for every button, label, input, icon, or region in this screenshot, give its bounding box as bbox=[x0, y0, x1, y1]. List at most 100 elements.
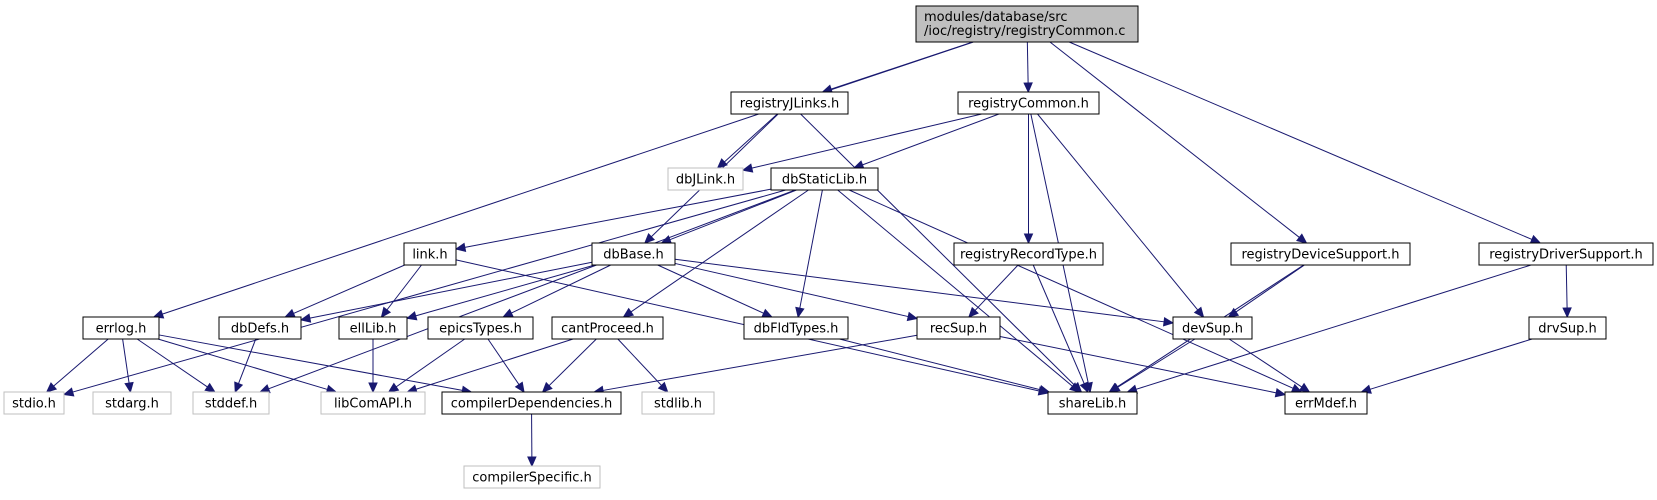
edge-registryJLinks-to-dbJLink bbox=[723, 113, 778, 163]
node-shareLib[interactable]: shareLib.h bbox=[1047, 391, 1138, 415]
edge-root-to-registryCommon bbox=[1026, 41, 1029, 84]
edge-dbBase-to-ellLib bbox=[415, 264, 595, 317]
node-label: registryJLinks.h bbox=[740, 97, 839, 112]
arrowhead-errlog-to-stdio bbox=[45, 382, 58, 393]
edge-drvSup-to-errMdef bbox=[1369, 338, 1533, 390]
node-label: epicsTypes.h bbox=[439, 322, 522, 337]
edge-registryCommon-to-dbJLink bbox=[751, 113, 982, 169]
edge-root-to-registryDeviceSupport bbox=[1049, 41, 1300, 238]
node-label: dbDefs.h bbox=[231, 322, 289, 337]
node-box bbox=[667, 167, 744, 191]
edge-registryRecordType-to-shareLib bbox=[1032, 264, 1085, 384]
node-box bbox=[591, 242, 676, 266]
node-label: dbBase.h bbox=[603, 248, 664, 263]
node-box bbox=[1172, 316, 1253, 340]
node-errlog[interactable]: errlog.h bbox=[82, 316, 160, 340]
arrowhead-registryRecordType-to-recSup bbox=[968, 306, 979, 318]
node-epicsTypes[interactable]: epicsTypes.h bbox=[427, 316, 534, 340]
node-devSup[interactable]: devSup.h bbox=[1172, 316, 1253, 340]
node-compilerSpecific: compilerSpecific.h bbox=[463, 465, 601, 489]
arrowhead-dbStaticLib-to-cantProceed bbox=[622, 307, 635, 318]
node-registryDeviceSupport[interactable]: registryDeviceSupport.h bbox=[1230, 242, 1411, 266]
edge-dbBase-to-dbFldTypes bbox=[657, 264, 764, 314]
node-label: compilerDependencies.h bbox=[451, 397, 612, 412]
arrowhead-root-to-registryDriverSupport bbox=[1529, 234, 1542, 244]
node-dbDefs[interactable]: dbDefs.h bbox=[218, 316, 302, 340]
arrowhead-devSup-to-shareLib bbox=[1109, 382, 1121, 393]
node-errMdef[interactable]: errMdef.h bbox=[1284, 391, 1368, 415]
node-label: recSup.h bbox=[930, 322, 987, 337]
node-label: registryDeviceSupport.h bbox=[1241, 248, 1399, 263]
arrowhead-dbBase-to-epicsTypes bbox=[502, 308, 514, 318]
edges-layer bbox=[45, 41, 1572, 468]
arrowhead-dbBase-to-recSup bbox=[906, 311, 919, 322]
edge-registryCommon-to-devSup bbox=[1037, 113, 1199, 311]
node-box bbox=[82, 316, 160, 340]
node-compilerDependencies[interactable]: compilerDependencies.h bbox=[441, 391, 622, 415]
node-dbBase[interactable]: dbBase.h bbox=[591, 242, 676, 266]
node-registryCommon[interactable]: registryCommon.h bbox=[957, 91, 1100, 115]
node-box bbox=[463, 465, 601, 489]
node-box bbox=[1047, 391, 1138, 415]
node-label: errMdef.h bbox=[1295, 397, 1357, 412]
node-box bbox=[915, 5, 1139, 43]
node-registryRecordType[interactable]: registryRecordType.h bbox=[953, 242, 1104, 266]
node-box bbox=[192, 391, 270, 415]
node-label: registryRecordType.h bbox=[960, 248, 1097, 263]
node-dbStaticLib[interactable]: dbStaticLib.h bbox=[770, 167, 879, 191]
arrowhead-registryDriverSupport-to-drvSup bbox=[1562, 307, 1572, 319]
edge-registryDeviceSupport-to-devSup bbox=[1235, 264, 1305, 313]
edge-dbStaticLib-to-stddef bbox=[268, 189, 796, 390]
edge-root-to-registryJLinks bbox=[830, 41, 974, 90]
node-box bbox=[743, 316, 849, 340]
node-box bbox=[957, 91, 1100, 115]
node-box bbox=[953, 242, 1104, 266]
node-box bbox=[427, 316, 534, 340]
node-box bbox=[916, 316, 1001, 340]
arrowhead-compilerDependencies-to-compilerSpecific bbox=[527, 456, 537, 468]
node-stddef: stddef.h bbox=[192, 391, 270, 415]
node-drvSup[interactable]: drvSup.h bbox=[1528, 316, 1607, 340]
edge-registryJLinks-to-shareLib bbox=[800, 113, 1076, 387]
node-label: stdio.h bbox=[12, 397, 56, 412]
edge-devSup-to-errMdef bbox=[1228, 338, 1303, 388]
node-dbFldTypes[interactable]: dbFldTypes.h bbox=[743, 316, 849, 340]
node-link[interactable]: link.h bbox=[403, 242, 457, 266]
edge-epicsTypes-to-libComAPI bbox=[395, 338, 466, 388]
arrowhead-dbBase-to-dbFldTypes bbox=[761, 308, 773, 318]
node-cantProceed[interactable]: cantProceed.h bbox=[551, 316, 664, 340]
node-recSup[interactable]: recSup.h bbox=[916, 316, 1001, 340]
arrowhead-registryJLinks-to-dbJLink bbox=[716, 158, 728, 169]
arrowhead-root-to-registryDeviceSupport bbox=[1296, 233, 1308, 244]
node-registryDriverSupport[interactable]: registryDriverSupport.h bbox=[1478, 242, 1654, 266]
node-ellLib[interactable]: ellLib.h bbox=[338, 316, 408, 340]
arrowhead-ellLib-to-libComAPI bbox=[368, 382, 378, 394]
node-root[interactable]: modules/database/src/ioc/registry/regist… bbox=[915, 5, 1139, 43]
arrowhead-cantProceed-to-stdlib bbox=[657, 381, 669, 393]
node-box bbox=[770, 167, 879, 191]
arrowhead-dbBase-to-ellLib bbox=[405, 311, 418, 321]
node-box bbox=[1528, 316, 1607, 340]
edge-dbFldTypes-to-shareLib bbox=[839, 338, 1041, 391]
arrowhead-epicsTypes-to-compilerDependencies bbox=[514, 381, 525, 394]
node-label: dbFldTypes.h bbox=[754, 322, 839, 337]
edge-devSup-to-shareLib bbox=[1117, 338, 1196, 388]
node-dbJLink: dbJLink.h bbox=[667, 167, 744, 191]
arrowhead-link-to-ellLib bbox=[380, 306, 392, 318]
node-label: ellLib.h bbox=[350, 322, 397, 337]
edge-recSup-to-errMdef bbox=[999, 335, 1277, 394]
node-registryJLinks[interactable]: registryJLinks.h bbox=[730, 91, 849, 115]
node-label: stddef.h bbox=[205, 397, 257, 412]
edge-cantProceed-to-compilerDependencies bbox=[548, 338, 597, 387]
arrowhead-registryCommon-to-devSup bbox=[1193, 306, 1205, 318]
edge-cantProceed-to-stdlib bbox=[617, 338, 662, 386]
edge-dbStaticLib-to-stdio bbox=[72, 189, 786, 393]
root-title-line: /ioc/registry/registryCommon.c bbox=[924, 24, 1125, 39]
edge-link-to-ellLib bbox=[386, 264, 422, 311]
arrowhead-registryCommon-to-registryRecordType bbox=[1023, 233, 1034, 245]
root-title-line: modules/database/src bbox=[924, 10, 1068, 25]
edge-dbStaticLib-to-errMdef bbox=[848, 189, 1294, 389]
arrowhead-cantProceed-to-compilerDependencies bbox=[541, 381, 553, 393]
arrowhead-link-to-dbDefs bbox=[284, 308, 296, 318]
